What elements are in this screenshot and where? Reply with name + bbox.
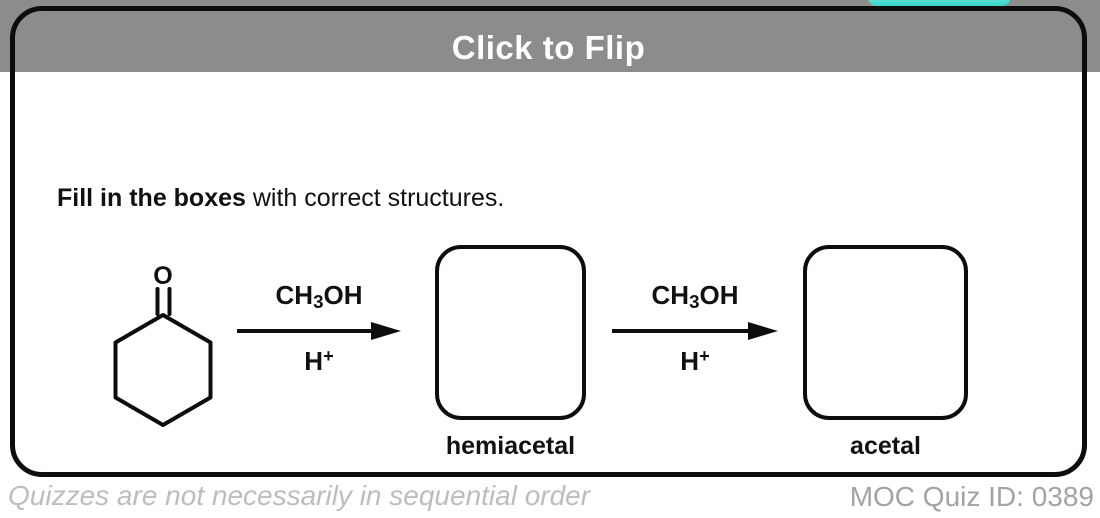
acetal-label: acetal [850,432,921,460]
reaction-arrow-1 [237,322,401,340]
reagent-acid-2: H+ [680,346,710,377]
carbonyl-double-bond [155,287,172,316]
teal-accent-tab [868,0,1010,6]
quiz-id: MOC Quiz ID: 0389 [849,481,1094,512]
answer-box-acetal [803,245,968,420]
oxygen-atom-label: O [153,262,172,290]
instruction-rest: with correct structures. [245,184,505,212]
instruction-text: Fill in the boxes with correct structure… [57,184,504,213]
flashcard[interactable]: Click to Flip [10,6,1087,477]
footer-disclaimer: Quizzes are not necessarily in sequentia… [8,480,591,511]
reagent-methanol-2: CH3OH [651,280,739,313]
cyclohexanone-structure: O [113,262,213,427]
header-band [0,0,1100,72]
reaction-arrow-2 [612,322,778,340]
reagent-methanol-1: CH3OH [275,280,363,313]
cyclohexane-ring [113,313,213,427]
card-title: Click to Flip [451,29,646,66]
reagent-acid-1: H+ [304,346,334,377]
hemiacetal-label: hemiacetal [445,432,576,460]
answer-box-hemiacetal [435,245,586,420]
instruction-bold: Fill in the boxes [57,184,246,212]
